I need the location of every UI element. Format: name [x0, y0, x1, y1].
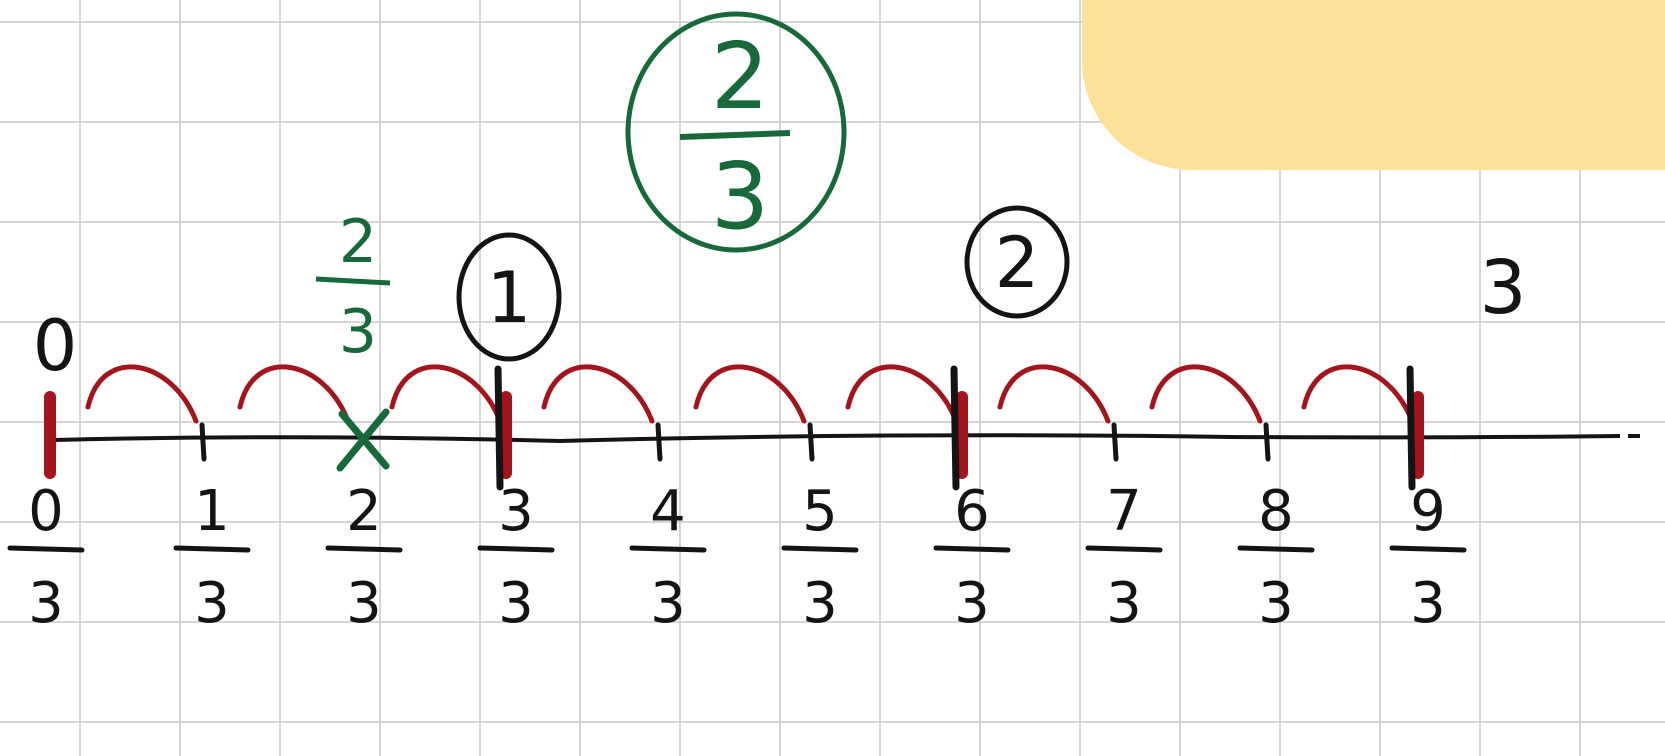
marked-numerator: 2 [339, 207, 377, 277]
whole-circle-1 [456, 232, 562, 362]
hop-arc [237, 364, 351, 424]
tick-numerator: 6 [954, 479, 990, 544]
whole-label-2: 2 [995, 222, 1040, 304]
marked-denominator: 3 [339, 297, 377, 367]
tick-numerator: 4 [650, 479, 686, 544]
hop-arcs [85, 364, 1415, 424]
tick-fraction-bar [1389, 545, 1467, 553]
whole-label-0: 0 [33, 305, 78, 387]
hop-arc [389, 364, 503, 424]
circled-whole-1: 1 [456, 232, 562, 362]
tick-fraction-bar [173, 545, 251, 553]
tick-denominator: 3 [346, 571, 382, 636]
tick-fraction-label: 03 [7, 479, 85, 636]
third-tick [1111, 422, 1119, 462]
tick-numerator: 5 [802, 479, 838, 544]
tick-numerator: 1 [194, 479, 230, 544]
tick-fraction-bar [781, 545, 859, 553]
tick-fraction-bar [1237, 545, 1315, 553]
tick-numerator: 8 [1258, 479, 1294, 544]
tick-numerator: 2 [346, 479, 382, 544]
third-tick [1263, 422, 1271, 462]
tick-fraction-bar [933, 545, 1011, 553]
hop-arc [845, 364, 959, 424]
title-fraction: 2 3 [625, 11, 847, 253]
tick-numerator: 7 [1106, 479, 1142, 544]
sticky-note [1082, 0, 1665, 170]
tick-denominator: 3 [954, 571, 990, 636]
marked-fraction-bar [315, 276, 391, 286]
whole-tick [1406, 365, 1416, 491]
third-tick [199, 422, 207, 462]
tick-fraction-label: 23 [325, 479, 403, 636]
title-numerator: 2 [711, 23, 770, 130]
whole-label-3: 3 [1479, 245, 1526, 331]
tick-fraction-label: 53 [781, 479, 859, 636]
tick-fraction-label: 83 [1237, 479, 1315, 636]
tick-fraction-label: 73 [1085, 479, 1163, 636]
hop-arc [541, 364, 655, 424]
title-denominator: 3 [711, 143, 770, 250]
tick-numerator: 9 [1410, 479, 1446, 544]
tick-fraction-label: 33 [477, 479, 555, 636]
tick-fraction-bar [629, 545, 707, 553]
tick-denominator: 3 [1258, 571, 1294, 636]
tick-fraction-bar [325, 545, 403, 553]
whole-circle-2 [964, 205, 1070, 319]
circled-whole-2: 2 [964, 205, 1070, 319]
whole-label-1: 1 [487, 257, 532, 339]
tick-fraction-bar [7, 545, 85, 553]
hop-arc [693, 364, 807, 424]
title-circle [625, 11, 847, 253]
tick-fraction-label: 93 [1389, 479, 1467, 636]
hop-arc [997, 364, 1111, 424]
tick-denominator: 3 [194, 571, 230, 636]
whole-tick [494, 365, 504, 491]
third-tick [655, 422, 663, 462]
tick-fraction-bar [1085, 545, 1163, 553]
number-line [54, 433, 1640, 444]
tick-denominator: 3 [802, 571, 838, 636]
marked-fraction: 2 3 [315, 207, 391, 472]
whole-tick [950, 365, 960, 491]
tick-denominator: 3 [650, 571, 686, 636]
tick-fraction-label: 63 [933, 479, 1011, 636]
tick-denominator: 3 [28, 571, 64, 636]
tick-denominator: 3 [1410, 571, 1446, 636]
hop-arc [1149, 364, 1263, 424]
tick-fraction-label: 13 [173, 479, 251, 636]
tick-numerator: 0 [28, 479, 64, 544]
tick-marks [44, 365, 1424, 491]
tick-fraction-bar [477, 545, 555, 553]
axis-line [54, 433, 1621, 444]
hop-arc [85, 364, 199, 424]
marked-point-cross [336, 408, 390, 472]
tick-fraction-label: 43 [629, 479, 707, 636]
tick-denominator: 3 [1106, 571, 1142, 636]
title-fraction-bar [679, 130, 791, 140]
tick-numerator: 3 [498, 479, 534, 544]
third-tick [807, 422, 815, 462]
hop-arc [1301, 364, 1415, 424]
tick-denominator: 3 [498, 571, 534, 636]
